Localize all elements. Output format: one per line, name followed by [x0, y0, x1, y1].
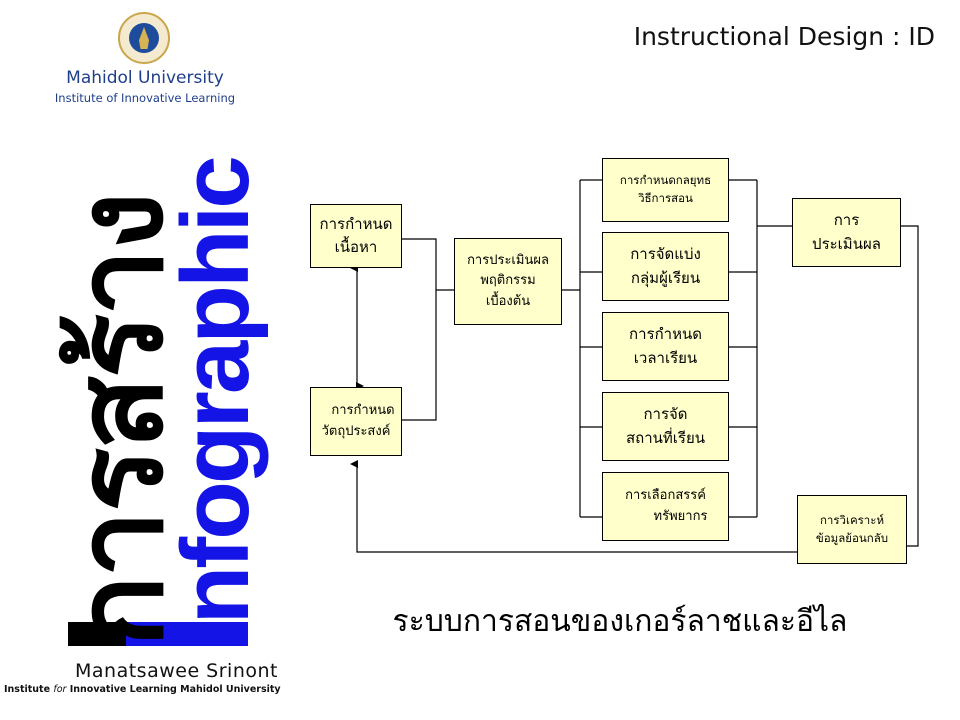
- author-name: Manatsawee Srinont: [75, 660, 278, 682]
- node-content: การกำหนดเนื้อหา: [310, 204, 402, 268]
- connector-evaluation-feedback: [900, 225, 919, 547]
- title-underbar-blue: [126, 622, 248, 646]
- university-name: Mahidol University: [66, 68, 224, 88]
- affiliation-part: Innovative Learning Mahidol University: [66, 684, 281, 695]
- title-underbar-black: [68, 622, 126, 646]
- affiliation-part: Institute: [4, 684, 54, 695]
- node-time: การกำหนดเวลาเรียน: [602, 312, 729, 381]
- affiliation-for: for: [53, 684, 67, 695]
- diagram-caption: ระบบการสอนของเกอร์ลาชและอีไล: [392, 604, 848, 639]
- institute-name: Institute of Innovative Learning: [54, 91, 236, 105]
- node-entry-behavior: การประเมินผลพฤติกรรมเบื้องต้น: [454, 238, 562, 325]
- node-resources: การเลือกสรรค์ทรัพยากร: [602, 472, 729, 541]
- connector-content-entry: [402, 238, 437, 421]
- node-space: การจัดสถานที่เรียน: [602, 392, 729, 461]
- page-title: Instructional Design : ID: [633, 22, 935, 51]
- node-evaluation: การประเมินผล: [792, 198, 901, 267]
- node-objectives: การกำหนดวัตถุประสงค์: [310, 387, 402, 456]
- university-seal-icon: [118, 12, 170, 64]
- node-feedback: การวิเคราะห์ข้อมูลย้อนกลับ: [797, 495, 907, 564]
- author-affiliation: Institute for Innovative Learning Mahido…: [4, 684, 284, 695]
- node-grouping: การจัดแบ่งกลุ่มผู้เรียน: [602, 232, 729, 301]
- connector-feedback-objectives: [350, 460, 797, 553]
- node-strategy: การกำหนดกลยุทธวิธีการสอน: [602, 158, 729, 222]
